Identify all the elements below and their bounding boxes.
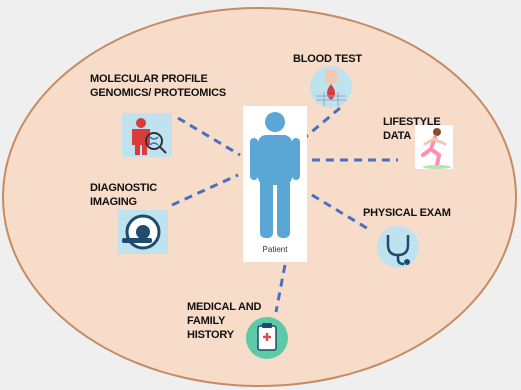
connector-physical xyxy=(311,193,371,232)
patient-label: Patient xyxy=(262,245,288,254)
connector-molecular xyxy=(177,116,241,157)
molecular-profile-icon xyxy=(122,113,172,157)
blood-test-icon xyxy=(310,66,352,108)
physical-exam-label: PHYSICAL EXAM xyxy=(363,207,451,219)
clipboard-icon xyxy=(245,316,289,360)
scanner-icon xyxy=(118,210,168,254)
connector-imaging xyxy=(171,173,239,207)
patient-card: Patient xyxy=(243,106,307,262)
imaging-label: DIAGNOSTIC IMAGING xyxy=(90,182,158,208)
blood-test-label: BLOOD TEST xyxy=(293,53,362,65)
history-label: MEDICAL AND FAMILY HISTORY xyxy=(187,301,262,341)
person-icon xyxy=(250,112,300,238)
connector-blood xyxy=(301,106,341,142)
runner-icon xyxy=(415,125,453,169)
stethoscope-icon xyxy=(376,225,420,269)
molecular-label: MOLECULAR PROFILE GENOMICS/ PROTEOMICS xyxy=(90,73,226,99)
connector-history xyxy=(274,264,287,313)
